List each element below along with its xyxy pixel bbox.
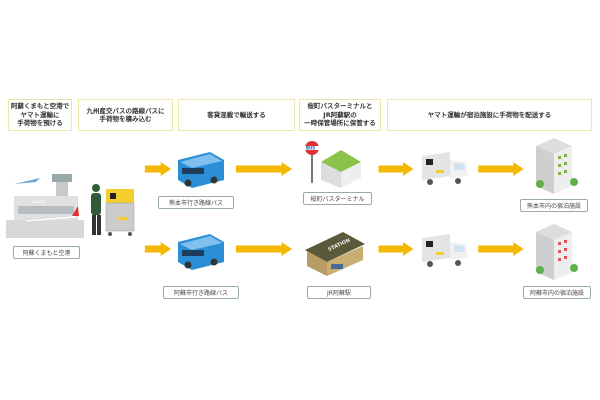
arrow-icon [478, 162, 524, 176]
hotel-kumamoto-label: 熊本市内の宿泊施設 [520, 199, 588, 212]
bus-kumamoto-label: 熊本市行き路線バス [158, 196, 234, 209]
text: 客貨混載で輸送する [207, 110, 266, 119]
text: 九州産交バスの路線バスに [86, 106, 165, 115]
text: 阿蘇くまもと空港で [10, 102, 70, 111]
arrow-icon [236, 242, 292, 256]
bus-stop-sign: BUS [306, 146, 315, 151]
station-label: JR阿蘇駅 [307, 286, 371, 299]
arrow-icon [144, 242, 172, 256]
arrow-icon [378, 162, 414, 176]
delivery-truck-icon [422, 152, 468, 185]
airport-icon: Airport [6, 174, 84, 238]
hotel-aso-label: 阿蘇市内の宿泊施設 [523, 286, 591, 299]
hotel-building-icon [536, 224, 578, 280]
hotel-building-icon [536, 138, 578, 194]
step-1-header: 阿蘇くまもと空港でヤマト運輸に手荷物を預ける [8, 99, 72, 131]
arrow-icon [478, 242, 524, 256]
text: 手荷物を積み込む [99, 115, 152, 123]
arrow-icon [378, 242, 414, 256]
text: JR阿蘇駅の [323, 110, 357, 119]
airport-label: 阿蘇くまもと空港 [13, 246, 80, 259]
bus-stop-terminal-icon: BUS [305, 141, 361, 188]
worker-with-cart-icon [91, 184, 135, 236]
text: ヤマト運輸が宿泊施設に手荷物を配送する [427, 110, 552, 119]
terminal-label: 桜町バスターミナル [303, 192, 372, 205]
text: ヤマト運輸に [20, 110, 60, 119]
text: 手荷物を預ける [17, 119, 63, 128]
arrow-icon [236, 162, 292, 176]
bus-aso-label: 阿蘇市行き路線バス [163, 286, 239, 299]
step-2-header: 九州産交バスの路線バスに手荷物を積み込む [78, 99, 173, 131]
text: 一時保管場所に保管する [304, 119, 376, 128]
station-icon: STATION [305, 232, 365, 276]
step-5-header: ヤマト運輸が宿泊施設に手荷物を配送する [387, 99, 592, 131]
step-3-header: 客貨混載で輸送する [178, 99, 295, 131]
bus-icon [178, 152, 224, 188]
airport-sign: Airport [32, 199, 46, 204]
text: 桜町バスターミナルと [307, 102, 373, 111]
arrow-icon [144, 162, 172, 176]
bus-icon [178, 234, 224, 270]
delivery-truck-icon [422, 234, 468, 267]
